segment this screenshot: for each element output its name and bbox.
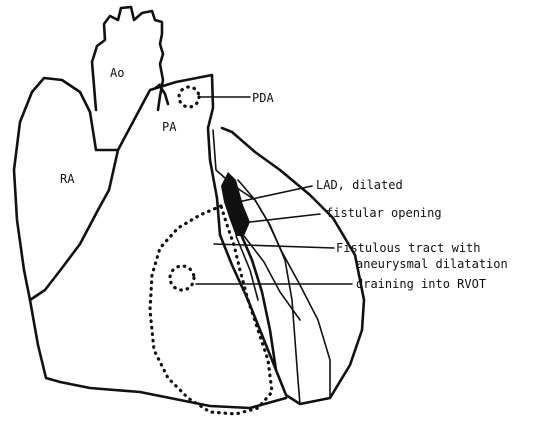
aorta-outline xyxy=(92,7,163,110)
pda-marker xyxy=(179,87,199,107)
label-lad: LAD, dilated xyxy=(316,178,403,192)
rvot-drain-marker xyxy=(170,266,194,290)
tract-leader-line xyxy=(214,244,334,248)
label-tract-2: aneurysmal dilatation xyxy=(356,257,508,271)
right-atrium-outline xyxy=(14,78,118,300)
fistulous-tract xyxy=(150,206,272,414)
opening-leader-line xyxy=(250,214,320,222)
label-tract-1: Fistulous tract with xyxy=(336,241,481,255)
label-pda: PDA xyxy=(252,91,274,105)
lad-vessel xyxy=(221,172,250,236)
label-ra: RA xyxy=(60,172,75,186)
label-opening: fistular opening xyxy=(326,206,442,220)
lad-branch-1 xyxy=(240,232,276,370)
label-ao: Ao xyxy=(110,66,124,80)
lower-lobe-outline xyxy=(30,300,286,408)
label-pa: PA xyxy=(162,120,177,134)
septal-line xyxy=(238,180,330,398)
heart-body-outline xyxy=(90,75,364,404)
label-draining: draining into RVOT xyxy=(356,277,486,291)
interventricular-line xyxy=(213,130,300,404)
